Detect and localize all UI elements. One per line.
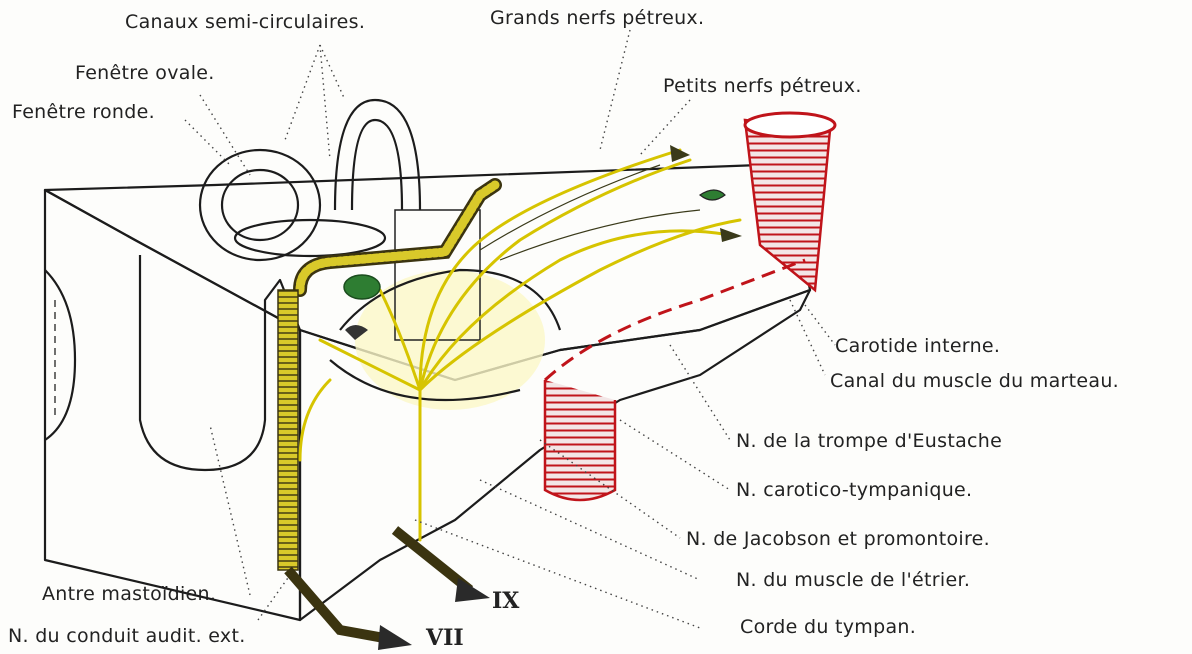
label-grands-nerfs-petreux: Grands nerfs pétreux.: [490, 7, 704, 29]
glossopharyngeal-nerve: [395, 530, 490, 602]
label-canaux-semi-circulaires: Canaux semi-circulaires.: [125, 11, 365, 33]
label-n-trompe-eustache: N. de la trompe d'Eustache: [736, 430, 1002, 452]
label-corde-tympan: Corde du tympan.: [740, 616, 916, 638]
labels: Canaux semi-circulaires. Grands nerfs pé…: [8, 7, 1119, 651]
label-canal-muscle-marteau: Canal du muscle du marteau.: [830, 370, 1119, 392]
label-fenetre-ronde: Fenêtre ronde.: [12, 101, 155, 123]
semicircular-canals: [200, 100, 420, 260]
label-n-conduit-audit-ext: N. du conduit audit. ext.: [8, 625, 246, 647]
label-n-jacobson: N. de Jacobson et promontoire.: [686, 528, 990, 550]
label-petits-nerfs-petreux: Petits nerfs pétreux.: [663, 75, 862, 97]
label-ix: IX: [492, 588, 520, 614]
label-antre-mastoidien: Antre mastoïdien.: [42, 583, 216, 605]
label-carotide-interne: Carotide interne.: [835, 335, 1000, 357]
label-n-muscle-etrier: N. du muscle de l'étrier.: [736, 569, 970, 591]
label-n-carotico-tympanique: N. carotico-tympanique.: [736, 479, 972, 501]
label-vii: VII: [425, 625, 464, 651]
label-fenetre-ovale: Fenêtre ovale.: [75, 62, 215, 84]
